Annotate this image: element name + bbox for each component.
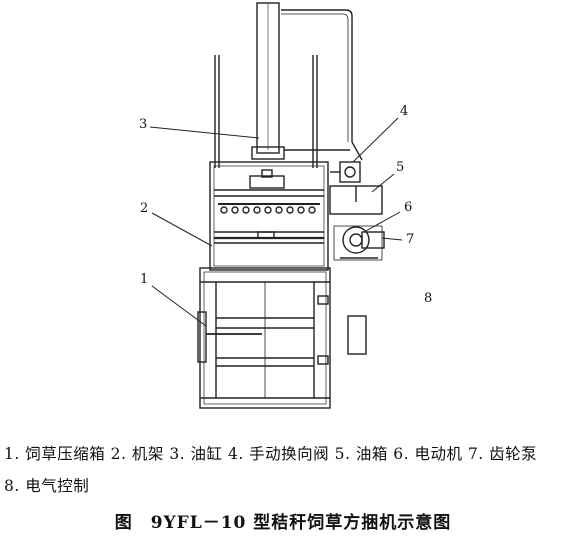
oil-tank bbox=[329, 185, 383, 215]
forage-compression-box bbox=[197, 267, 331, 409]
callout-2: 2 bbox=[140, 201, 148, 216]
callout-3: 3 bbox=[139, 117, 147, 132]
electric-control-box bbox=[347, 315, 367, 355]
gear-pump bbox=[340, 231, 385, 259]
hydraulic-pipe bbox=[281, 9, 363, 161]
callout-4: 4 bbox=[400, 104, 408, 119]
callout-6: 6 bbox=[404, 200, 412, 215]
callout-7: 7 bbox=[406, 232, 414, 247]
leader-lines bbox=[149, 117, 403, 327]
manual-reversing-valve bbox=[330, 161, 361, 183]
guide-rods bbox=[214, 55, 318, 168]
legend-item: 6. 电动机 bbox=[393, 445, 463, 463]
figure-caption: 图 9YFL－10 型秸秆饲草方捆机示意图 bbox=[0, 508, 566, 533]
legend-item: 7. 齿轮泵 bbox=[467, 445, 538, 463]
legend-item: 5. 油箱 bbox=[334, 445, 388, 463]
legend-item: 4. 手动换向阀 bbox=[227, 445, 330, 463]
oil-cylinder bbox=[251, 2, 285, 160]
legend-item: 8. 电气控制 bbox=[4, 477, 90, 495]
legend-item: 2. 机架 bbox=[110, 445, 164, 463]
press-platen bbox=[218, 169, 320, 239]
parts-legend: 1. 饲草压缩箱 2. 机架 3. 油缸 4. 手动换向阀 5. 油箱 6. 电… bbox=[4, 438, 564, 502]
callout-8: 8 bbox=[424, 291, 432, 306]
callout-1: 1 bbox=[140, 272, 148, 287]
electric-motor bbox=[333, 225, 383, 261]
legend-item: 1. 饲草压缩箱 bbox=[4, 445, 106, 463]
figure-title: 9YFL－10 型秸秆饲草方捆机示意图 bbox=[150, 513, 452, 533]
machine-frame bbox=[209, 161, 329, 271]
figure-label: 图 bbox=[114, 513, 133, 533]
callout-5: 5 bbox=[396, 160, 404, 175]
legend-item: 3. 油缸 bbox=[169, 445, 223, 463]
